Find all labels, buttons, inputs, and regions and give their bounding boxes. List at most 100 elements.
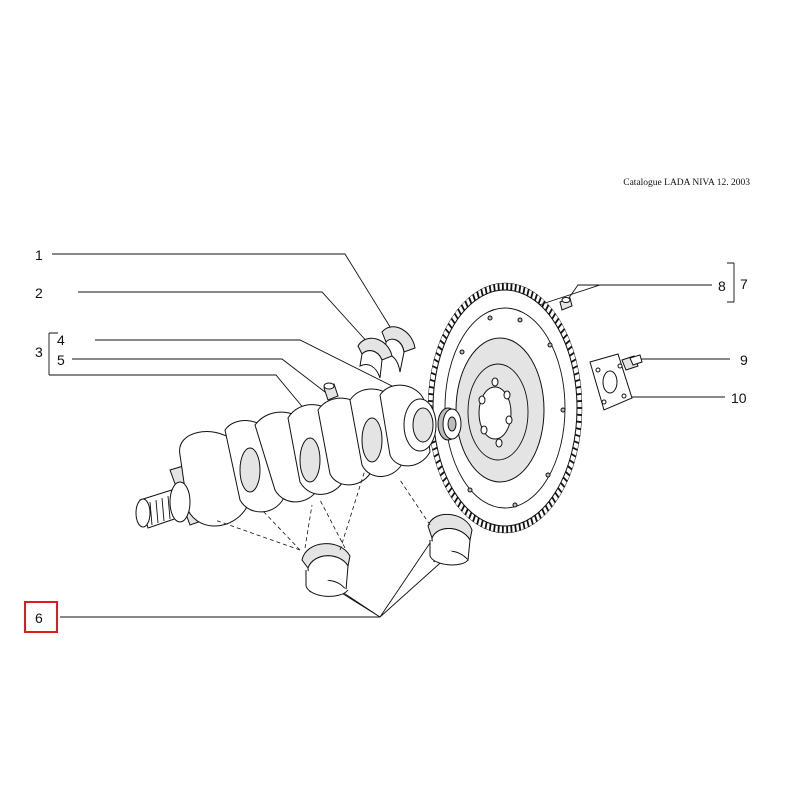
ring-gear-tooth (560, 482, 566, 488)
ring-gear-tooth (447, 322, 453, 329)
ring-gear-tooth (437, 345, 443, 351)
ring-gear-tooth (574, 378, 581, 383)
ring-gear-tooth (557, 487, 563, 494)
ring-gear-tooth (488, 523, 492, 531)
ring-gear-tooth (457, 500, 462, 508)
ring-gear-tooth (522, 521, 526, 530)
ring-gear-tooth (439, 339, 446, 345)
thrust-half-washers (357, 326, 416, 379)
ring-gear-tooth (484, 521, 488, 530)
ring-gear-tooth (464, 300, 469, 308)
ring-gear-tooth (480, 519, 484, 528)
ring-gear-tooth (548, 308, 553, 316)
ring-gear-tooth (430, 371, 437, 376)
flywheel (427, 282, 583, 534)
plug (323, 382, 339, 401)
ring-gear-tooth (534, 294, 538, 301)
ring-gear-tooth (518, 285, 522, 293)
ring-gear-tooth (439, 471, 446, 477)
ring-gear-tooth (493, 524, 496, 532)
ring-gear-tooth (429, 378, 436, 383)
ring-gear-tooth (447, 487, 453, 494)
ring-gear-tooth (468, 297, 473, 304)
ring-gear-tooth (575, 427, 582, 431)
ring-gear-tooth (472, 294, 476, 301)
ring-gear-tooth (526, 288, 530, 297)
ring-gear-tooth (450, 317, 456, 324)
ring-gear-tooth (567, 465, 573, 471)
ring-gear-tooth (476, 517, 480, 525)
ring-gear-tooth (432, 446, 438, 451)
ring-gear-tooth (576, 420, 582, 424)
flywheel-dowel (559, 297, 573, 311)
ring-gear-tooth (472, 515, 476, 522)
crankshaft (135, 384, 437, 529)
ring-gear-tooth (484, 286, 488, 295)
ring-gear-tooth (569, 459, 575, 464)
ring-gear-tooth (493, 284, 496, 292)
ring-gear-tooth (557, 322, 563, 329)
ring-gear-tooth (476, 291, 480, 299)
ring-gear-tooth (435, 352, 441, 357)
ring-gear-tooth (518, 523, 522, 531)
catalogue-caption: Catalogue LADA NIVA 12. 2003 (623, 178, 750, 188)
ring-gear-tooth (560, 328, 566, 334)
ring-gear-tooth (544, 504, 550, 512)
callout-10[interactable]: 10 (731, 390, 747, 406)
ring-gear-tooth (453, 313, 459, 320)
ring-gear-tooth (530, 291, 534, 299)
ring-gear-tooth (554, 492, 560, 499)
ring-gear-tooth (480, 288, 484, 297)
ring-gear-tooth (450, 492, 456, 499)
ring-gear-tooth (554, 317, 560, 324)
ring-gear-tooth (573, 371, 580, 376)
ring-gear-tooth (488, 285, 492, 293)
callout-3[interactable]: 3 (35, 344, 43, 360)
callout-7[interactable]: 7 (740, 276, 748, 292)
ring-gear-tooth (569, 352, 575, 357)
callout-8[interactable]: 8 (718, 278, 726, 294)
ring-gear-tooth (541, 300, 546, 308)
ring-gear-tooth (522, 286, 526, 295)
ring-gear-tooth (570, 358, 577, 363)
ring-gear-tooth (570, 453, 577, 458)
callout-6-highlight (24, 601, 58, 633)
ring-gear-tooth (433, 358, 440, 363)
callout-9[interactable]: 9 (740, 352, 748, 368)
ring-gear-tooth (564, 471, 571, 477)
callout-1[interactable]: 1 (35, 247, 43, 263)
callout-6[interactable]: 6 (35, 610, 43, 626)
ring-gear-tooth (444, 328, 450, 334)
ring-gear-tooth (544, 304, 550, 312)
ring-gear-tooth (562, 333, 568, 340)
ring-gear-tooth (514, 284, 517, 292)
leader-lines (48, 253, 735, 618)
ring-gear-tooth (564, 339, 571, 345)
ring-gear-tooth (575, 385, 582, 389)
ring-gear-tooth (574, 433, 581, 438)
callout-4[interactable]: 4 (57, 332, 65, 348)
ring-gear-tooth (551, 313, 557, 320)
ring-gear-tooth (435, 459, 441, 464)
ring-gear-tooth (442, 476, 448, 483)
ring-gear-tooth (576, 392, 582, 396)
ring-gear-tooth (541, 508, 546, 516)
ring-gear-tooth (460, 304, 466, 312)
callout-2[interactable]: 2 (35, 285, 43, 301)
ring-gear-tooth (537, 297, 542, 304)
ring-gear-tooth (464, 508, 469, 516)
ring-gear-tooth (428, 392, 434, 396)
main-bearing-shells (214, 469, 473, 597)
callout-5[interactable]: 5 (57, 352, 65, 368)
ring-gear-tooth (534, 515, 538, 522)
ring-gear-tooth (514, 524, 517, 532)
flywheel-bolt (621, 354, 643, 371)
ring-gear-tooth (562, 476, 568, 483)
ring-gear-tooth (433, 453, 440, 458)
ring-gear-tooth (548, 500, 553, 508)
ring-gear-tooth (437, 465, 443, 471)
rear-bearing (437, 407, 462, 441)
ring-gear-tooth (567, 345, 573, 351)
ring-gear-tooth (551, 496, 557, 503)
ring-gear-tooth (537, 512, 542, 519)
